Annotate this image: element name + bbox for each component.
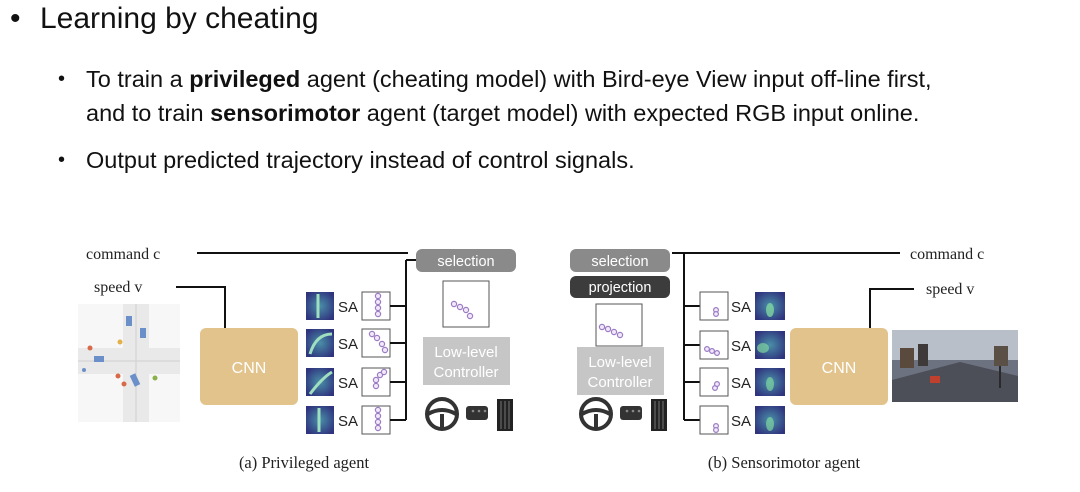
- steering-wheel-icon: [425, 397, 459, 431]
- rgb-camera-image: [892, 330, 1018, 402]
- sa-label: SA: [731, 413, 751, 430]
- low-level-controller: [577, 347, 664, 395]
- sa-label: SA: [338, 375, 358, 392]
- speed-line: [176, 286, 226, 328]
- architecture-diagram: command c speed v CNN: [78, 246, 1018, 472]
- heatmap: [306, 292, 334, 320]
- sa-label: SA: [731, 299, 751, 316]
- sa-label: SA: [731, 338, 751, 355]
- cnn-block: [790, 328, 888, 405]
- bullet-dot: •: [58, 68, 66, 90]
- selection-connector: [390, 259, 416, 421]
- command-label: command c: [86, 246, 160, 263]
- waypoints: [368, 292, 389, 432]
- text-span: To train a: [86, 66, 190, 92]
- cnn-block: [200, 328, 298, 405]
- cnn-label: CNN: [822, 360, 857, 377]
- heatmap-column: [755, 292, 785, 434]
- steering-wheel-icon: [579, 397, 613, 431]
- caption-privileged: (a) Privileged agent: [239, 453, 370, 472]
- sensorimotor-agent-diagram: selection projection Low-level Controlle…: [570, 246, 1018, 472]
- brake-pedal-icon: [466, 406, 488, 420]
- sa-label: SA: [338, 413, 358, 430]
- text-bold-privileged: privileged: [189, 66, 301, 92]
- text-span: and to train: [86, 100, 211, 126]
- sa-label: SA: [338, 336, 358, 353]
- sub-bullet-2-text: Output predicted trajectory instead of c…: [86, 147, 635, 173]
- selected-waypoints: [450, 300, 474, 320]
- text-bold-sensorimotor: sensorimotor: [210, 100, 361, 126]
- waypoint-boxes: [699, 291, 729, 435]
- projected-waypoints: [598, 323, 624, 339]
- selection-connector: [672, 252, 900, 421]
- gas-pedal-icon: [651, 399, 667, 431]
- selection-pill: [416, 249, 516, 272]
- selection-label: selection: [437, 254, 494, 270]
- brake-pedal-icon: [620, 406, 642, 420]
- text-span: agent (cheating model) with Bird-eye Vie…: [300, 66, 932, 92]
- speed-label: speed v: [926, 281, 974, 298]
- main-bullet: • Learning by cheating: [10, 2, 319, 36]
- waypoints: [703, 306, 720, 434]
- selection-label: selection: [591, 254, 648, 270]
- privileged-agent-diagram: command c speed v CNN: [78, 246, 516, 472]
- selected-trajectory-box: [442, 280, 490, 328]
- sub-bullet-2: • Output predicted trajectory instead of…: [58, 143, 635, 177]
- projection-pill: [570, 276, 670, 298]
- controller-label-2: Controller: [587, 374, 652, 391]
- speed-label: speed v: [94, 279, 142, 296]
- controller-label-1: Low-level: [434, 344, 497, 361]
- bird-eye-view-map: [78, 304, 180, 422]
- sub-bullet-1-text: To train a privileged agent (cheating mo…: [86, 62, 932, 130]
- bullet-dot: •: [10, 2, 21, 35]
- sa-label: SA: [731, 375, 751, 392]
- controller-label-1: Low-level: [588, 354, 651, 371]
- heatmap-column: [306, 292, 334, 434]
- cnn-label: CNN: [232, 360, 267, 377]
- main-bullet-text: Learning by cheating: [40, 2, 319, 35]
- bullet-dot: •: [58, 149, 66, 171]
- gas-pedal-icon: [497, 399, 513, 431]
- speed-line: [869, 288, 914, 328]
- caption-sensorimotor: (b) Sensorimotor agent: [708, 453, 861, 472]
- selection-pill: [570, 249, 670, 272]
- text-span: agent (target model) with expected RGB i…: [360, 100, 920, 126]
- low-level-controller: [423, 337, 510, 385]
- command-label: command c: [910, 246, 984, 263]
- controller-label-2: Controller: [433, 364, 498, 381]
- sub-bullet-1: • To train a privileged agent (cheating …: [58, 62, 932, 130]
- sa-label: SA: [338, 299, 358, 316]
- projection-label: projection: [589, 280, 652, 296]
